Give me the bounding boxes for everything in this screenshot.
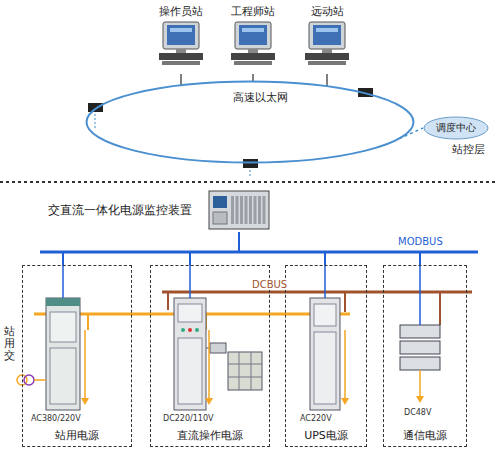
dcbus-line [162,291,472,294]
dispatch-center: 调度中心 [423,116,489,140]
link-tick [95,114,96,128]
bus-label: MODBUS [398,236,443,247]
ac-drop [87,314,89,330]
workstation-icon [156,20,206,66]
link-tick [250,170,251,178]
battery-rack [228,352,262,390]
connector [239,232,325,265]
workstation: 工程师站 [220,4,286,74]
monitor-device: 交直流一体化电源监控装置 [48,188,270,232]
connector [63,232,239,265]
dcbus-drop [167,292,169,310]
connector [239,232,420,265]
device-label: 交直流一体化电源监控装置 [48,202,192,219]
dispatch-label: 调度中心 [436,121,476,135]
ups-cabinet [310,265,349,410]
workstation-icon [228,20,278,66]
connector [327,74,328,86]
bus-label: DCBUS [250,279,289,290]
workstation: 操作员站 [148,4,214,74]
dc-cabinet [174,265,262,410]
voltage-label: AC380/220V [31,414,81,423]
station-cabinet [46,265,89,410]
layer-separator [0,181,497,183]
group-label: 通信电源 [403,428,447,443]
voltage-label: DC48V [404,408,431,417]
vertical-label: 站用交 [4,326,15,362]
group-label: UPS电源 [304,428,348,443]
ethernet-ring: 高速以太网 [85,80,415,164]
dcbus-drop [439,292,441,325]
voltage-label: DC220/110V [163,414,213,423]
power-group-box: 通信电源 [383,265,467,447]
workstation: 远动站 [294,4,360,74]
voltage-label: AC220V [300,414,332,423]
connector [190,232,239,265]
group-label: 站用电源 [55,428,99,443]
telecom-rack [400,265,440,403]
workstation-label: 工程师站 [231,4,275,20]
layer-label: 站控层 [452,142,485,157]
workstation-icon [302,20,352,66]
charger-module [210,343,226,353]
dcbus-drop [344,292,346,312]
connector [253,74,254,82]
workstation-label: 远动站 [311,4,344,20]
connector [181,74,182,85]
device-icon [208,190,270,230]
network-switch [243,159,258,168]
network-label: 高速以太网 [105,90,415,105]
workstation-label: 操作员站 [159,4,203,20]
group-label: 直流操作电源 [177,428,243,443]
